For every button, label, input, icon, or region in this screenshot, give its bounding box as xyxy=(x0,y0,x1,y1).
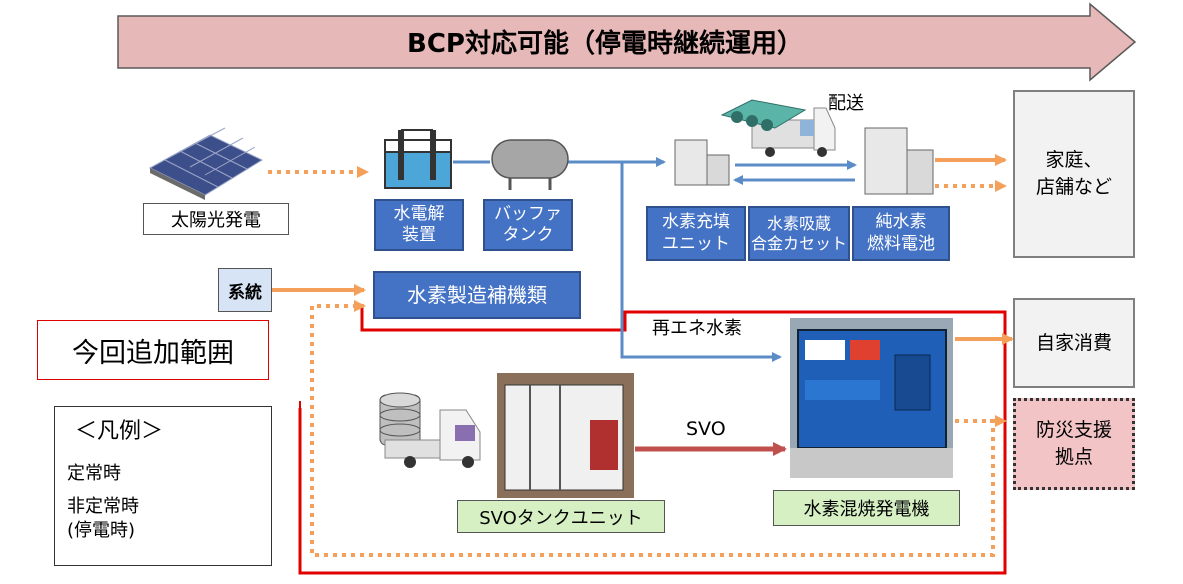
svo-tank-photo xyxy=(497,373,634,498)
solar-label: 太陽光発電 xyxy=(143,203,289,235)
buffer-tank-box: バッファタンク xyxy=(483,199,573,251)
aux-equipment-box: 水素製造補機類 xyxy=(373,271,581,319)
filling-unit-icon xyxy=(674,139,730,186)
self-consumption-box: 自家消費 xyxy=(1013,298,1135,388)
svo-tank-label: SVOタンクユニット xyxy=(457,500,665,533)
filling-unit-box: 水素充填ユニット xyxy=(646,206,746,261)
electrolyzer-icon xyxy=(384,129,452,189)
added-scope-label: 今回追加範囲 xyxy=(37,320,269,380)
disaster-base-box: 防災支援拠点 xyxy=(1013,398,1135,490)
header-arrow xyxy=(117,2,1137,82)
added-scope-border xyxy=(298,307,1007,575)
fuel-cell-box: 純水素燃料電池 xyxy=(852,206,950,261)
electrolyzer-box: 水電解装置 xyxy=(374,199,464,251)
svo-truck-icon xyxy=(379,392,481,468)
flow-renewable-h2 xyxy=(620,162,782,362)
buffer-tank-icon xyxy=(491,139,569,190)
legend-normal-label: 定常時 xyxy=(67,463,121,484)
label-svo: SVO xyxy=(686,418,726,440)
fuel-cell-icon xyxy=(864,127,934,195)
storage-cassette-box: 水素吸蔵合金カセット xyxy=(748,206,850,261)
home-store-box: 家庭、店舗など xyxy=(1013,90,1135,258)
generator-photo xyxy=(790,318,953,478)
flow-backup-loop xyxy=(310,300,995,557)
legend-title: ＜凡例＞ xyxy=(75,419,164,444)
legend-box: ＜凡例＞ 定常時 非定常時(停電時) xyxy=(54,406,272,566)
cofire-generator-label: 水素混焼発電機 xyxy=(773,490,960,526)
label-renewable-h2: 再エネ水素 xyxy=(652,318,742,339)
solar-panel-icon xyxy=(148,127,264,200)
delivery-truck-icon xyxy=(720,99,836,157)
label-delivery: 配送 xyxy=(828,93,864,114)
legend-abnormal-label: 非定常時(停電時) xyxy=(67,496,139,542)
header-title: BCP対応可能（停電時継続運用） xyxy=(407,28,803,59)
grid-box: 系統 xyxy=(218,268,272,312)
